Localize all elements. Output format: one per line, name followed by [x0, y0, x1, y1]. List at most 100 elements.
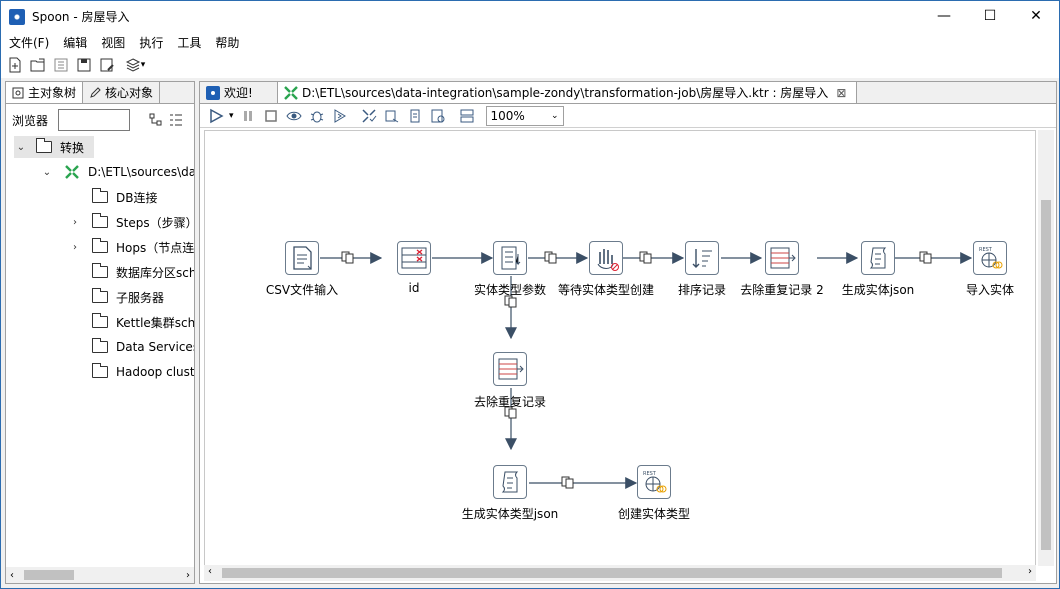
open-folder-icon[interactable] — [28, 55, 48, 75]
step-id[interactable] — [397, 241, 431, 275]
step-dedup[interactable] — [493, 352, 527, 386]
json-script-icon — [869, 247, 887, 269]
explore-db-icon[interactable] — [428, 106, 448, 126]
scroll-right-arrow-icon[interactable]: › — [186, 569, 190, 581]
debug-bug-icon[interactable] — [307, 106, 327, 126]
step-generate-json[interactable] — [861, 241, 895, 275]
pause-icon[interactable] — [238, 106, 258, 126]
show-results-icon[interactable] — [457, 106, 477, 126]
save-icon[interactable] — [74, 55, 94, 75]
hop-copy-icon[interactable] — [919, 250, 933, 264]
close-button[interactable]: ✕ — [1030, 8, 1042, 24]
tree-item-db-connections[interactable]: DB连接 — [68, 186, 157, 208]
step-generate-type-json[interactable] — [493, 465, 527, 499]
close-tab-icon[interactable]: ⊠ — [836, 85, 847, 100]
chevron-down-icon[interactable]: ⌄ — [42, 166, 52, 178]
maximize-button[interactable]: ☐ — [983, 8, 997, 24]
tree-item-transformations[interactable]: ⌄ 转换 — [14, 136, 94, 158]
step-create-entity-type[interactable]: REST — [637, 465, 671, 499]
chevron-right-icon[interactable]: › — [73, 241, 77, 253]
tab-transformation[interactable]: D:\ETL\sources\data-integration\sample-z… — [278, 82, 858, 103]
hop-copy-icon[interactable] — [504, 405, 518, 419]
step-csv-input[interactable] — [285, 241, 319, 275]
step-wait-entity-type[interactable] — [589, 241, 623, 275]
impact-analysis-icon[interactable] — [382, 106, 402, 126]
hop-copy-icon[interactable] — [639, 250, 653, 264]
chevron-right-icon[interactable]: › — [73, 216, 77, 228]
tree-item-hops[interactable]: › Hops（节点连 — [68, 236, 194, 258]
step-label: 去除重复记录 2 — [740, 283, 824, 297]
collapse-all-icon[interactable] — [168, 112, 184, 128]
tab-core-objects[interactable]: 核心对象 — [83, 82, 161, 103]
tree-item-hadoop-clusters[interactable]: Hadoop clust — [68, 361, 194, 383]
menu-run[interactable]: 执行 — [139, 35, 164, 50]
left-horizontal-scrollbar[interactable]: ‹ › — [6, 567, 194, 583]
json-script-icon — [501, 471, 519, 493]
scrollbar-thumb[interactable] — [222, 568, 1002, 578]
object-tree: ⌄ 转换 ⌄ D:\ETL\sources\da DB连接 › Steps（步骤… — [6, 136, 194, 556]
explore-repository-icon[interactable] — [51, 55, 71, 75]
hop-copy-icon[interactable] — [504, 294, 518, 308]
tree-item-transformation-file[interactable]: ⌄ D:\ETL\sources\da — [40, 161, 194, 183]
chevron-down-icon[interactable]: ⌄ — [16, 141, 26, 153]
replay-icon[interactable] — [330, 106, 350, 126]
step-sort-rows[interactable] — [685, 241, 719, 275]
tree-item-label: DB连接 — [116, 190, 158, 205]
tree-item-data-services[interactable]: Data Services — [68, 336, 194, 358]
minimize-button[interactable]: — — [937, 8, 951, 24]
object-tree-icon — [12, 87, 24, 98]
hop-copy-icon[interactable] — [544, 250, 558, 264]
transformation-canvas[interactable]: CSV文件输入 id 实体类型参数 等待实体类型创建 排序记录 去除重复记录 2 — [204, 130, 1036, 566]
scrollbar-thumb[interactable] — [24, 570, 74, 580]
scroll-right-arrow-icon[interactable]: › — [1028, 566, 1032, 577]
menu-help[interactable]: 帮助 — [215, 35, 240, 50]
tree-item-cluster-schemas[interactable]: Kettle集群sch — [68, 311, 194, 333]
transformation-toolbar: ▾ 100% ⌄ — [200, 104, 1056, 128]
run-options-dropdown-icon[interactable]: ▾ — [229, 110, 234, 121]
hop-copy-icon[interactable] — [341, 250, 355, 264]
menu-view[interactable]: 视图 — [101, 35, 126, 50]
tree-item-steps[interactable]: › Steps（步骤） — [68, 211, 194, 233]
save-as-icon[interactable] — [97, 55, 117, 75]
menu-edit[interactable]: 编辑 — [63, 35, 88, 50]
scroll-left-arrow-icon[interactable]: ‹ — [10, 569, 14, 581]
tab-label: 主对象树 — [28, 86, 77, 100]
step-dedup-2[interactable] — [765, 241, 799, 275]
zoom-value: 100% — [490, 108, 525, 123]
sql-icon[interactable] — [405, 106, 425, 126]
canvas-horizontal-scrollbar[interactable]: ‹ › — [204, 565, 1036, 581]
tab-main-object-tree[interactable]: 主对象树 — [6, 82, 84, 103]
scroll-left-arrow-icon[interactable]: ‹ — [208, 566, 212, 577]
main-toolbar: ▾ — [1, 52, 1059, 78]
step-import-entity[interactable]: REST — [973, 241, 1007, 275]
select-values-icon — [401, 247, 427, 269]
new-file-icon[interactable] — [5, 55, 25, 75]
scrollbar-thumb[interactable] — [1041, 200, 1051, 550]
verify-icon[interactable] — [359, 106, 379, 126]
zoom-select[interactable]: 100% ⌄ — [485, 105, 564, 126]
perspective-layers-icon[interactable]: ▾ — [120, 55, 150, 75]
folder-icon — [92, 313, 108, 328]
hop-copy-icon[interactable] — [561, 475, 575, 489]
step-entity-type-params[interactable] — [493, 241, 527, 275]
stop-icon[interactable] — [261, 106, 281, 126]
tab-welcome[interactable]: 欢迎! — [200, 82, 278, 103]
menu-file[interactable]: 文件(F) — [9, 35, 50, 50]
preview-eye-icon[interactable] — [284, 106, 304, 126]
menu-tools[interactable]: 工具 — [177, 35, 202, 50]
step-label: CSV文件输入 — [265, 283, 339, 297]
run-icon[interactable] — [206, 106, 226, 126]
csv-file-icon — [293, 246, 312, 270]
tree-item-slave-servers[interactable]: 子服务器 — [68, 286, 164, 308]
tree-item-label: Hadoop clust — [116, 365, 194, 379]
canvas-vertical-scrollbar[interactable] — [1038, 130, 1054, 566]
tab-label: 欢迎! — [224, 86, 253, 100]
blocking-hand-icon — [597, 249, 619, 271]
browse-filter-input[interactable] — [58, 109, 131, 131]
step-label: 生成实体json — [841, 283, 915, 297]
expand-all-icon[interactable] — [148, 112, 164, 128]
svg-text:REST: REST — [979, 247, 993, 253]
tree-item-partition-schemas[interactable]: 数据库分区sch — [68, 261, 194, 283]
tab-label: D:\ETL\sources\data-integration\sample-z… — [302, 86, 829, 100]
